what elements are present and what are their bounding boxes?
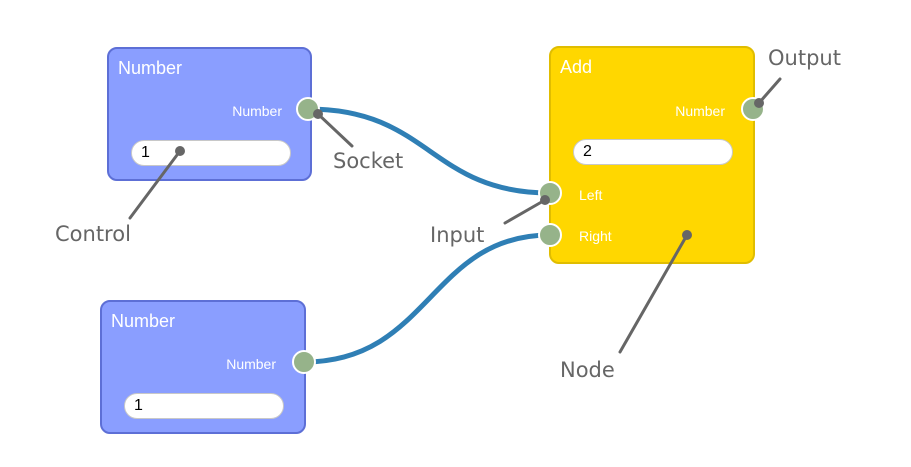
connection-number2-to-add-right[interactable] [303, 232, 551, 365]
output-label: Number [232, 103, 282, 119]
input-left-label: Left [579, 187, 603, 203]
node-annotation: Node [560, 358, 615, 382]
number-control-input[interactable] [124, 393, 284, 419]
add-node[interactable]: Add Number Left Right [549, 46, 755, 264]
add-output-socket[interactable] [741, 97, 765, 121]
node-title: Number [118, 58, 183, 78]
number-control-input[interactable] [131, 140, 291, 166]
socket-annotation: Socket [333, 149, 404, 173]
number1-output-socket[interactable] [296, 97, 320, 121]
input-right-label: Right [579, 228, 612, 244]
add-input-right-socket[interactable] [538, 223, 562, 247]
add-input-left-socket[interactable] [538, 181, 562, 205]
output-label: Number [226, 356, 276, 372]
control-annotation: Control [55, 222, 131, 246]
output-annotation: Output [768, 46, 841, 70]
number-node-2[interactable]: Number Number [100, 300, 306, 434]
number2-output-socket[interactable] [292, 350, 316, 374]
node-title: Number [111, 311, 176, 331]
add-control-input[interactable] [573, 139, 733, 165]
node-title: Add [560, 57, 593, 77]
input-annotation: Input [430, 223, 485, 247]
number-node-1[interactable]: Number Number [107, 47, 312, 181]
output-label: Number [675, 103, 725, 119]
